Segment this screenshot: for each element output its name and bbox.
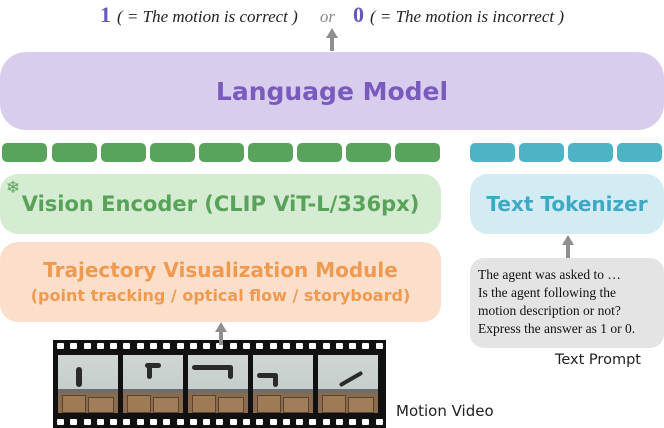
prompt-line: Is the agent following the [478,285,616,300]
visual-token [248,143,293,162]
arrow-shaft [219,331,223,345]
language-model-label: Language Model [215,76,449,106]
language-model-block: Language Model [0,52,664,130]
arrow-up-icon [215,322,227,332]
visual-token [52,143,97,162]
output-one-description: ( = The motion is correct ) [117,7,298,26]
text-token [470,143,515,162]
motion-video-caption: Motion Video [396,402,494,420]
visual-token [150,143,195,162]
vision-encoder-label: Vision Encoder (CLIP ViT-L/336px) [21,192,420,216]
output-or: or [319,7,335,26]
visual-token [2,143,47,162]
visual-token [346,143,391,162]
prompt-line: The agent was asked to … [478,267,621,282]
trajectory-title: Trajectory Visualization Module [43,258,398,282]
arrow-shaft [566,244,570,258]
prompt-line: Express the answer as 1 or 0. [478,321,636,336]
text-prompt-caption: Text Prompt [555,352,641,368]
trajectory-visualization-block: Trajectory Visualization Module (point t… [0,242,441,322]
motion-video-filmstrip [53,340,386,428]
video-frame [253,355,313,413]
visual-token [199,143,244,162]
output-label: 1 ( = The motion is correct ) or 0 ( = T… [0,2,664,32]
video-frame [318,355,378,413]
output-one: 1 [100,2,111,27]
trajectory-subtitle: (point tracking / optical flow / storybo… [30,286,411,305]
output-zero-description: ( = The motion is incorrect ) [369,7,564,26]
text-tokenizer-label: Text Tokenizer [486,192,648,216]
video-frame [188,355,248,413]
arrow-up-icon [562,235,574,245]
text-token [519,143,564,162]
film-holes-bottom [57,418,383,426]
text-tokenizer-block: Text Tokenizer [470,174,664,234]
video-frame [123,355,183,413]
arrow-shaft [330,37,334,51]
text-token [617,143,662,162]
text-prompt-box: The agent was asked to … Is the agent fo… [470,258,664,348]
film-holes-top [57,342,383,350]
output-zero: 0 [352,2,364,27]
vision-encoder-block: Vision Encoder (CLIP ViT-L/336px) [0,174,441,234]
visual-token [395,143,440,162]
prompt-line: motion description or not? [478,303,621,318]
snowflake-icon: ❄ [6,178,21,198]
video-frame [58,355,118,413]
visual-token [101,143,146,162]
visual-token [297,143,342,162]
text-token [568,143,613,162]
arrow-up-icon [326,28,338,38]
